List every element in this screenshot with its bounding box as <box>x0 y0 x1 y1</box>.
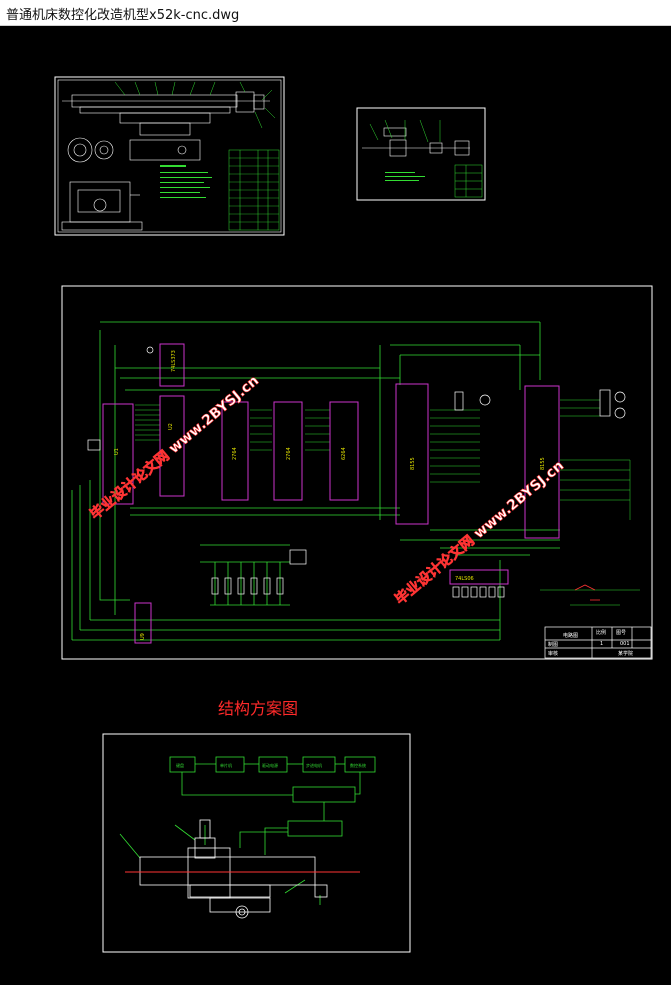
block-label: 驱动电源 <box>262 762 278 768</box>
sheet-detail-frame <box>356 107 486 201</box>
block-label: 数控系统 <box>350 762 366 768</box>
title-bar: 普通机床数控化改造机型x52k-cnc.dwg <box>0 0 671 26</box>
watermark: 毕业设计论文网 www.2BYSJ.cn <box>392 457 567 608</box>
ratio-label: 比例 <box>596 629 606 636</box>
block-driver <box>258 756 288 773</box>
ratio-value: 1 <box>600 641 603 647</box>
window-title: 普通机床数控化改造机型x52k-cnc.dwg <box>6 8 240 23</box>
title-block <box>544 626 652 659</box>
no-value: 001 <box>620 641 630 647</box>
chip-label: 6264 <box>341 447 347 460</box>
block-label: 步进电机 <box>306 762 322 768</box>
sheet-structure: 键盘 单片机 驱动电源 步进电机 数控系统 <box>102 733 411 953</box>
title-block-name: 电路图 <box>563 632 578 639</box>
block-label: 键盘 <box>176 762 184 768</box>
sheet-assembly <box>54 76 285 236</box>
chip-label: 8155 <box>540 457 546 470</box>
caption: 结构方案图 <box>218 699 298 718</box>
block-keyboard <box>169 756 196 773</box>
ref-label: U1 <box>114 448 120 455</box>
drawing-canvas[interactable]: U1 74LS373 U2 2764 2764 6264 8155 8155 7… <box>0 26 671 981</box>
sheet-detail <box>356 107 486 201</box>
check-label: 审核 <box>548 650 558 657</box>
block-label: 单片机 <box>220 762 232 768</box>
sheet-assembly-frame <box>54 76 285 236</box>
latch-chip <box>159 343 185 387</box>
chip-label: 74LS06 <box>455 576 474 582</box>
chip-label: 74LS373 <box>171 350 177 372</box>
chip-label: 2764 <box>286 447 292 460</box>
org-label: 某学院 <box>618 650 633 657</box>
draw-label: 制图 <box>548 641 558 648</box>
ref-label: U2 <box>168 423 174 430</box>
drawing-svg: U1 74LS373 U2 2764 2764 6264 8155 8155 7… <box>54 76 653 953</box>
schematic-frame <box>61 285 653 660</box>
no-label: 图号 <box>616 630 626 636</box>
cpu-chip <box>102 403 134 505</box>
block-mcu <box>215 756 245 773</box>
block-motor <box>302 756 336 773</box>
ref-label: U9 <box>140 633 146 640</box>
structure-frame <box>102 733 411 953</box>
sheet-schematic: U1 74LS373 U2 2764 2764 6264 8155 8155 7… <box>61 285 653 660</box>
chip-label: 8155 <box>410 457 416 470</box>
chip-label: 2764 <box>232 447 238 460</box>
